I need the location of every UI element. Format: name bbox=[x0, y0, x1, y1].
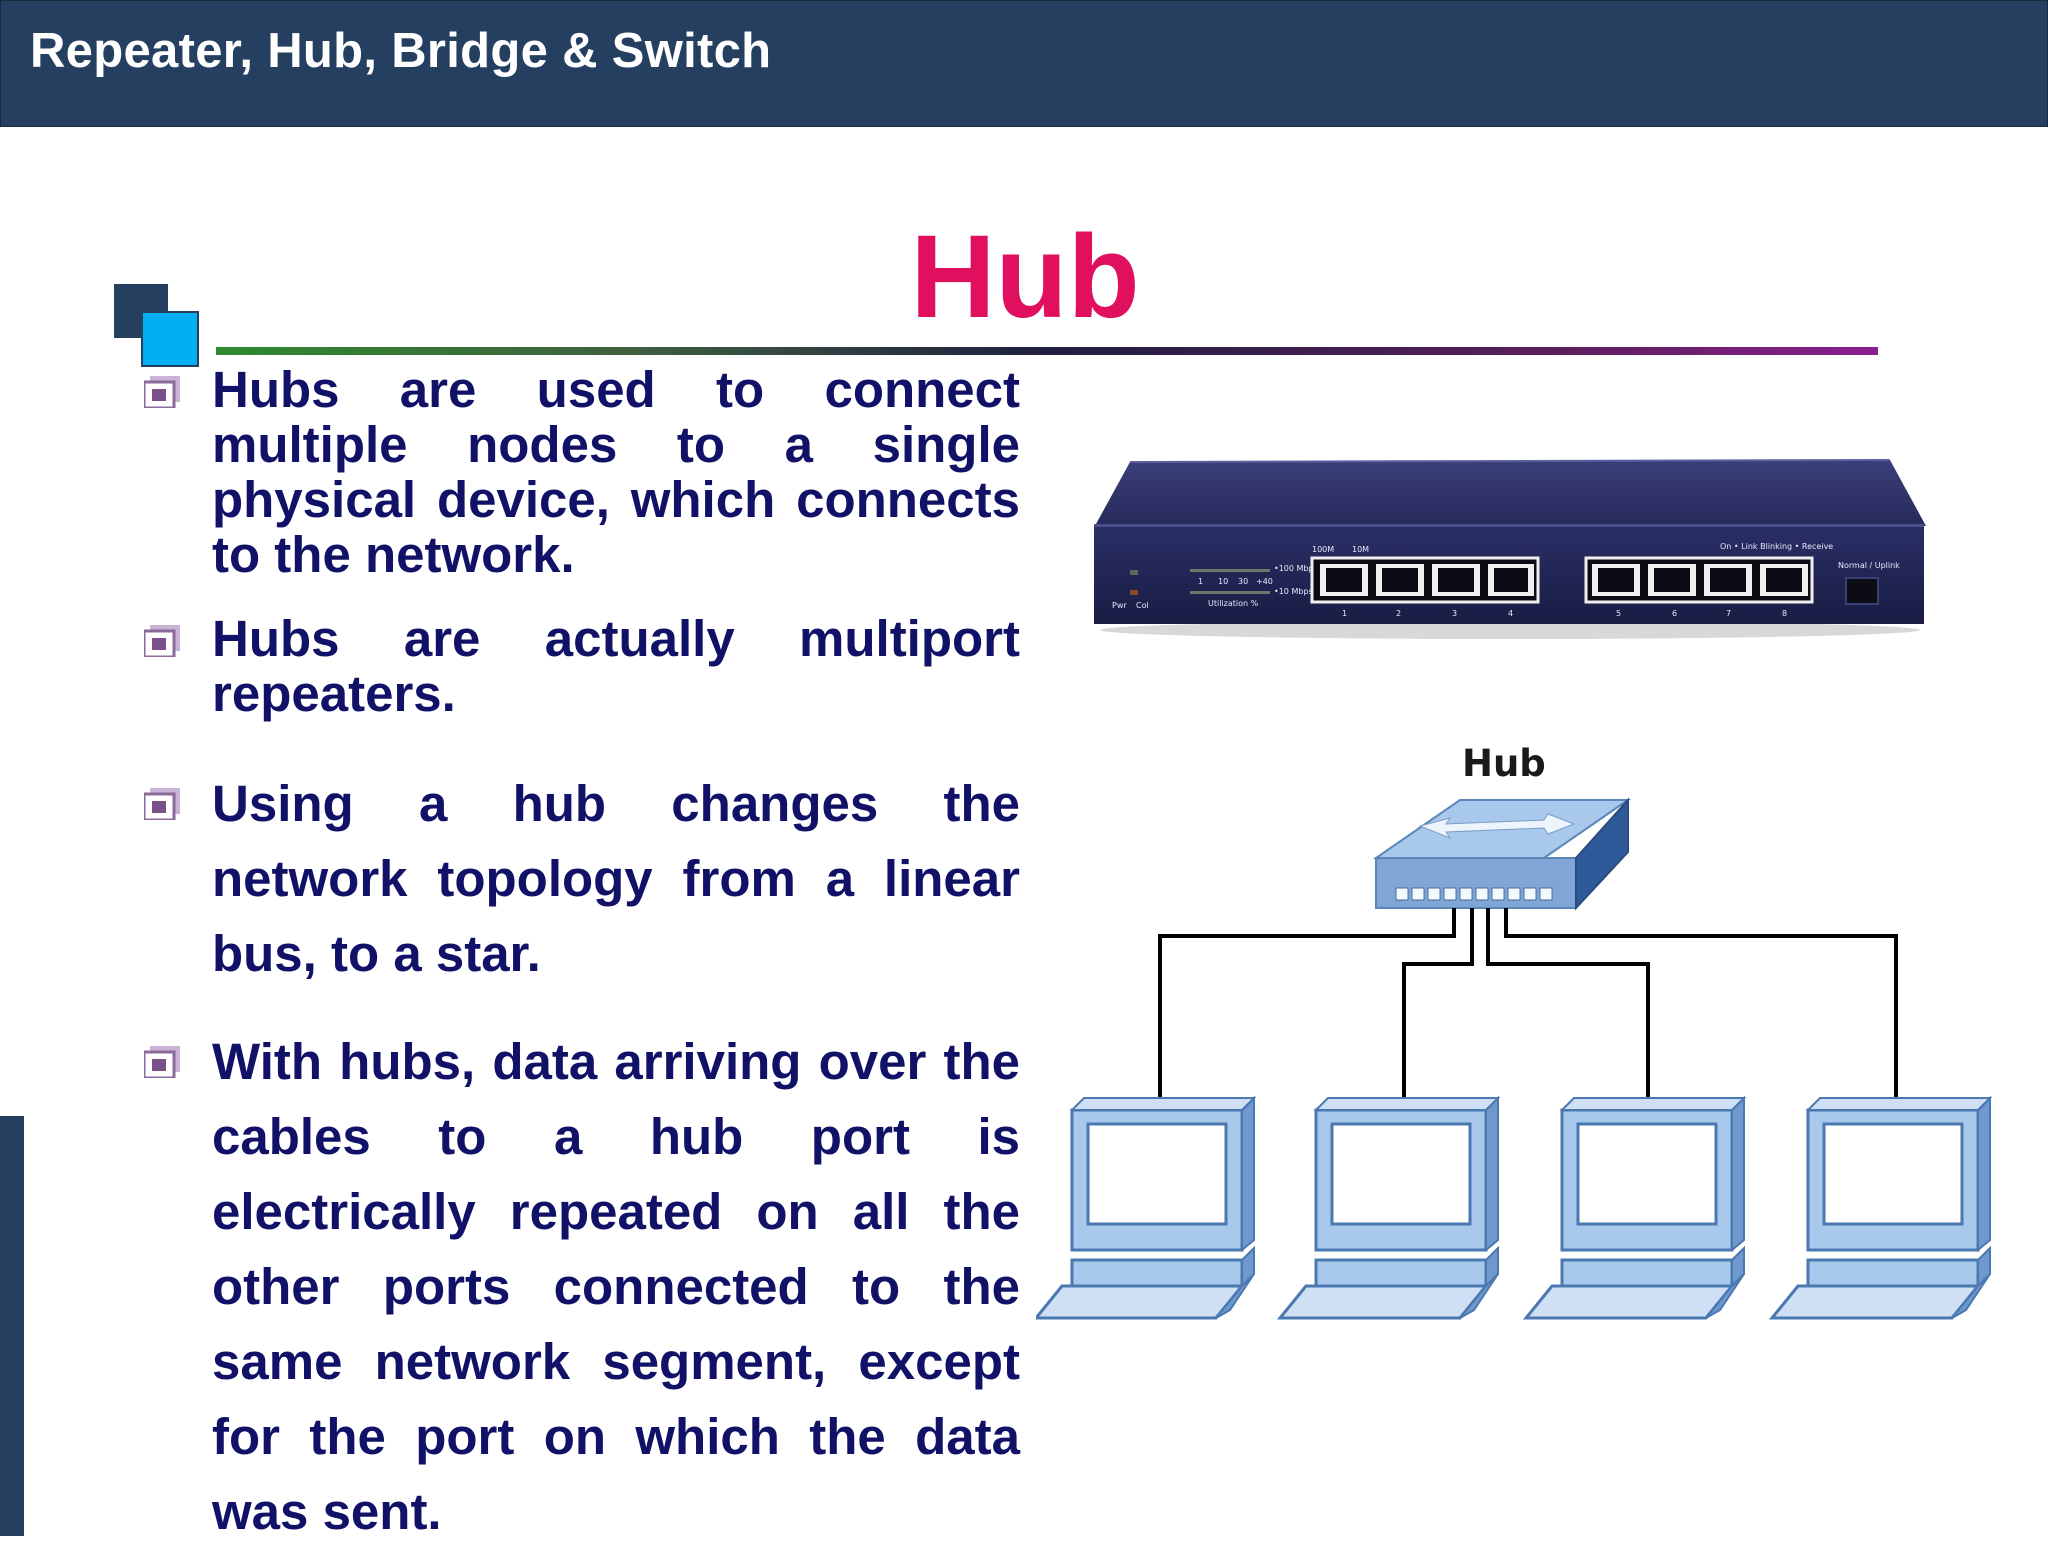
port-number: 1 bbox=[1342, 609, 1347, 618]
square-bullet-icon bbox=[144, 788, 180, 820]
computer-icon bbox=[1276, 1095, 1501, 1320]
left-edge-bar bbox=[0, 1116, 24, 1536]
decorative-square-light bbox=[141, 311, 199, 367]
hub-speed-label-100m: 100M bbox=[1312, 545, 1334, 554]
computer-icon bbox=[1036, 1095, 1257, 1320]
port-number: 6 bbox=[1672, 609, 1677, 618]
hub-util-tick: 10 bbox=[1218, 577, 1228, 586]
bullet-item: Hubs are used to connect multiple nodes … bbox=[142, 362, 1020, 582]
hub-col-label: Col bbox=[1136, 601, 1149, 610]
port-number: 8 bbox=[1782, 609, 1787, 618]
bullet-text: Using a hub changes the network topology… bbox=[212, 775, 1020, 982]
bullet-text: Hubs are used to connect multiple nodes … bbox=[212, 361, 1020, 583]
square-bullet-icon bbox=[144, 376, 180, 408]
hub-util-tick: +40 bbox=[1256, 577, 1273, 586]
bullet-text: With hubs, data arriving over the cables… bbox=[212, 1033, 1020, 1540]
square-bullet-icon bbox=[144, 1046, 180, 1078]
computer-icon bbox=[1768, 1095, 1993, 1320]
port-number: 4 bbox=[1508, 609, 1513, 618]
hub-device-photo: 100M 10M On • Link Blinking • Receive No… bbox=[1094, 459, 1926, 639]
hub-utilization-label: Utilization % bbox=[1208, 599, 1259, 608]
port-number: 5 bbox=[1616, 609, 1621, 618]
bullet-item: Hubs are actually multiport repeaters. bbox=[142, 611, 1020, 721]
star-topology-diagram bbox=[1036, 797, 1993, 1320]
bullet-item: With hubs, data arriving over the cables… bbox=[142, 1024, 1020, 1549]
port-number: 7 bbox=[1726, 609, 1731, 618]
square-bullet-icon bbox=[144, 625, 180, 657]
hub-util-tick: 30 bbox=[1238, 577, 1248, 586]
hub-speed-label-10m: 10M bbox=[1352, 545, 1369, 554]
hub-icon bbox=[1372, 797, 1632, 911]
bullet-list: Hubs are used to connect multiple nodes … bbox=[142, 362, 1020, 1549]
bullet-text: Hubs are actually multiport repeaters. bbox=[212, 610, 1020, 722]
hub-100mbps-label: •100 Mbps bbox=[1274, 564, 1318, 573]
slide-title: Hub bbox=[910, 211, 1140, 343]
diagram-hub-label: Hub bbox=[1462, 742, 1546, 785]
computer-icon bbox=[1522, 1095, 1747, 1320]
port-number: 3 bbox=[1452, 609, 1457, 618]
header-bar: Repeater, Hub, Bridge & Switch bbox=[0, 0, 2048, 127]
hub-pwr-label: Pwr bbox=[1112, 601, 1127, 610]
hub-util-tick: 1 bbox=[1198, 577, 1203, 586]
hub-uplink-label: Normal / Uplink bbox=[1838, 561, 1900, 570]
hub-10mbps-label: •10 Mbps bbox=[1274, 587, 1313, 596]
header-title: Repeater, Hub, Bridge & Switch bbox=[30, 24, 772, 78]
hub-led-legend: On • Link Blinking • Receive bbox=[1720, 542, 1833, 551]
port-number: 2 bbox=[1396, 609, 1401, 618]
title-underline-rule bbox=[216, 347, 1878, 355]
bullet-item: Using a hub changes the network topology… bbox=[142, 766, 1020, 991]
